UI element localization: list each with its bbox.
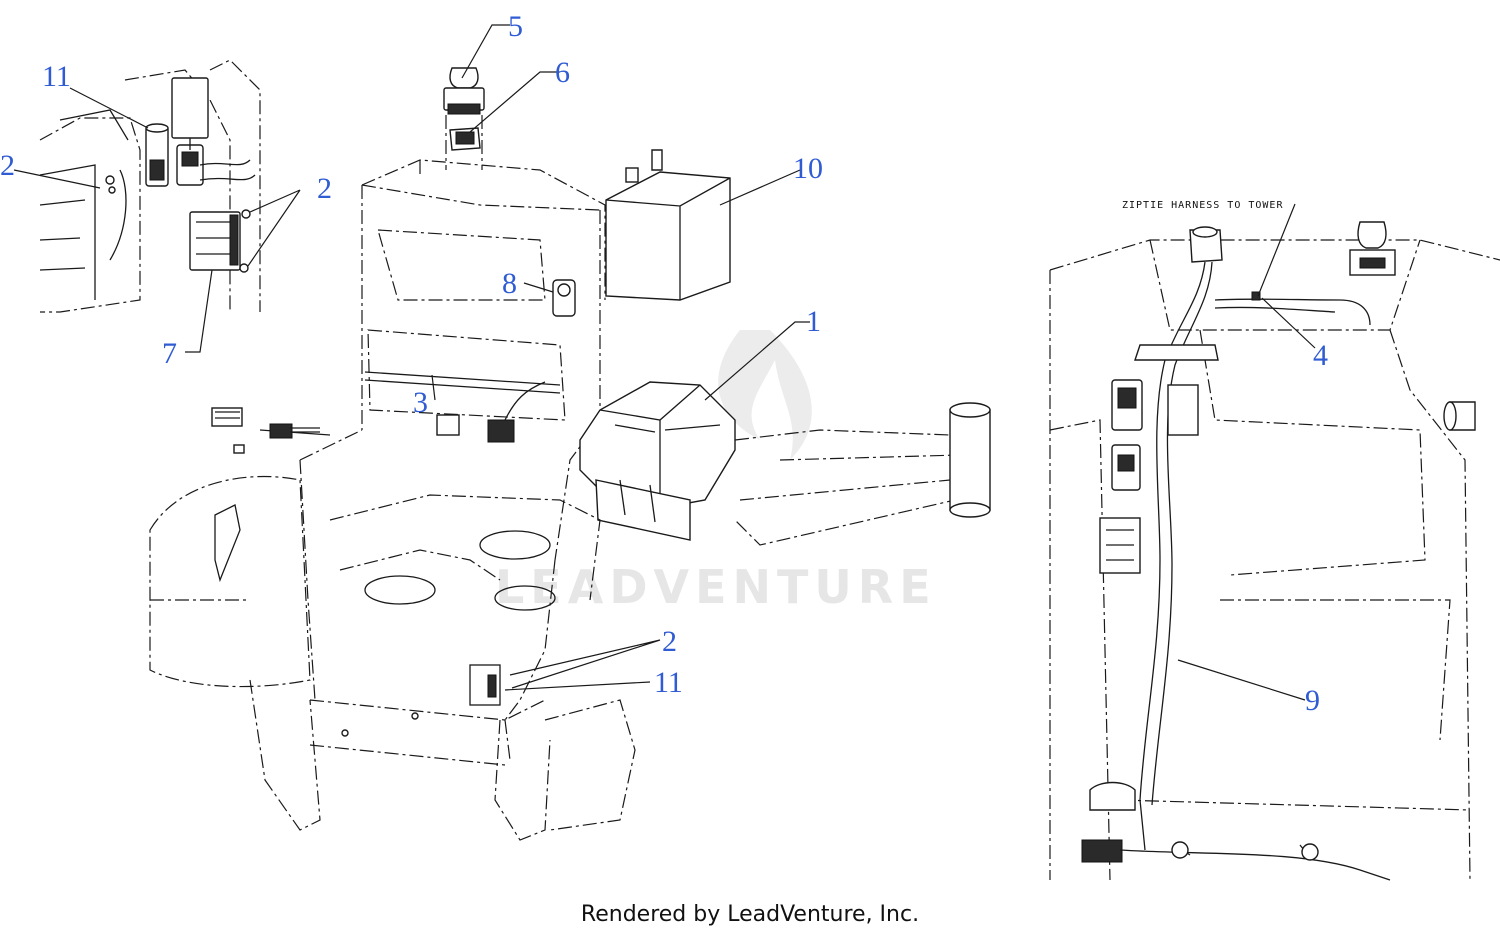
footer-credit: Rendered by LeadVenture, Inc. [580, 902, 920, 927]
ziptie-note: ZIPTIE HARNESS TO TOWER [1122, 200, 1283, 211]
callouts: 5 6 11 2 2 7 10 8 1 3 2 11 4 9 ZIPTIE HA… [0, 10, 1328, 717]
callout-9: 9 [1305, 684, 1320, 717]
watermark: LEADVENTURE [495, 330, 937, 614]
callout-4: 4 [1313, 339, 1328, 372]
callout-2-main: 2 [662, 625, 677, 658]
callout-8: 8 [502, 267, 517, 300]
main-tower-assembly [149, 67, 991, 841]
harness-detail-right [1049, 221, 1500, 881]
watermark-text: LEADVENTURE [495, 560, 937, 614]
callout-2-inset-right: 2 [317, 172, 332, 205]
leader-lines [13, 24, 1316, 701]
callout-7: 7 [162, 337, 177, 370]
callout-2-inset-left: 2 [0, 149, 15, 182]
callout-6: 6 [555, 56, 570, 89]
callout-11-main: 11 [654, 666, 683, 699]
callout-10: 10 [793, 152, 823, 185]
callout-11-inset: 11 [42, 60, 71, 93]
callout-3: 3 [413, 386, 428, 419]
callout-5: 5 [508, 10, 523, 43]
inset-detail-left [39, 59, 261, 313]
callout-1: 1 [806, 305, 821, 338]
